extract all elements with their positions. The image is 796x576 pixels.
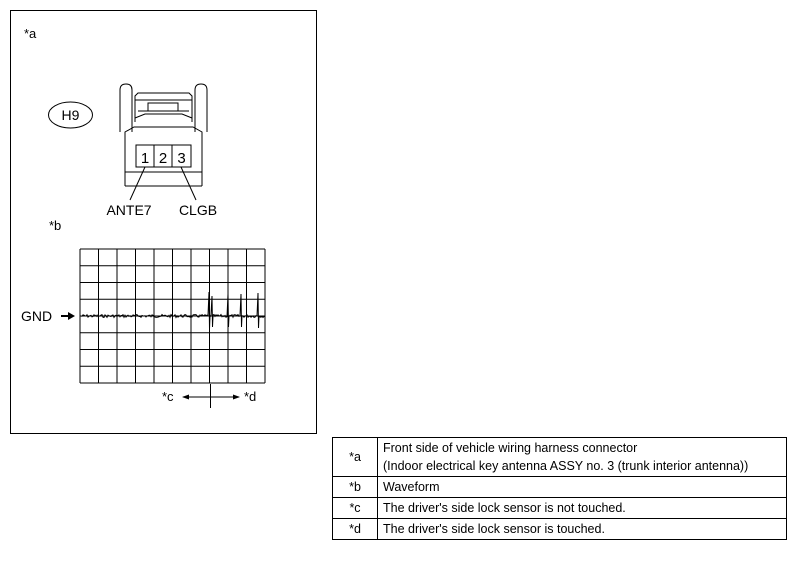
gnd-label: GND (21, 308, 52, 324)
connector-drawing (119, 83, 208, 201)
pin-label-clgb: CLGB (179, 202, 217, 218)
legend-text: The driver's side lock sensor is not tou… (377, 497, 787, 519)
label-b: *b (49, 218, 61, 233)
pin-label-ante7: ANTE7 (106, 202, 151, 218)
figure-frame (10, 10, 317, 434)
legend-text: Front side of vehicle wiring harness con… (377, 437, 787, 477)
legend-key: *c (332, 497, 378, 519)
gnd-arrow-icon (61, 312, 75, 320)
transition-arrow (182, 384, 240, 408)
legend-key: *d (332, 518, 378, 540)
legend-text: Waveform (377, 476, 787, 498)
label-a: *a (24, 26, 37, 41)
legend-text: The driver's side lock sensor is touched… (377, 518, 787, 540)
marker-c: *c (162, 389, 174, 404)
pin-1: 1 (141, 150, 149, 167)
legend-key: *b (332, 476, 378, 498)
connector-code: H9 (62, 107, 80, 123)
connector-code-badge: H9 (48, 101, 93, 129)
legend-key: *a (332, 437, 378, 477)
marker-d: *d (244, 389, 256, 404)
waveform-trace (79, 291, 266, 330)
pin-2: 2 (159, 150, 167, 167)
pin-3: 3 (177, 150, 185, 167)
